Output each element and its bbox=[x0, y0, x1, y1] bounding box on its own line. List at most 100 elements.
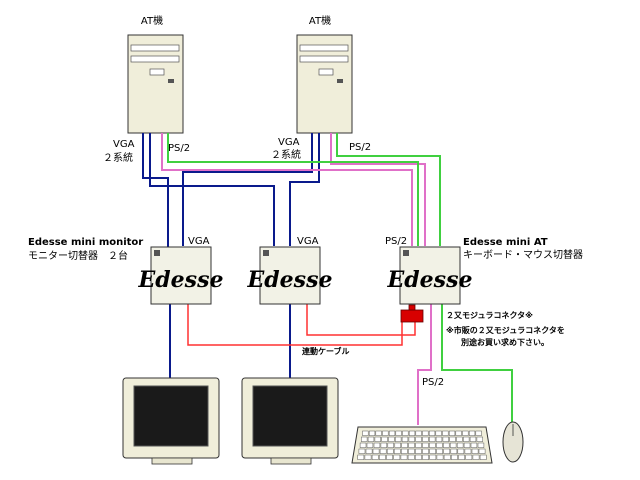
switch2-vga-label: VGA bbox=[297, 236, 319, 247]
keyboard-key bbox=[465, 454, 473, 460]
note-line-2: 別途お買い求め下さい。 bbox=[460, 337, 549, 347]
keyboard-key bbox=[449, 442, 457, 448]
keyboard-key bbox=[455, 430, 462, 436]
keyboard-key bbox=[479, 454, 487, 460]
keyboard-key bbox=[462, 430, 469, 436]
keyboard bbox=[351, 426, 493, 464]
link-cable-label: 連動ケーブル bbox=[302, 346, 350, 356]
keyboard-key bbox=[415, 436, 422, 442]
keyboard-key bbox=[464, 448, 472, 454]
keyboard-key bbox=[379, 454, 386, 460]
keyboard-key bbox=[362, 430, 369, 436]
keyboard-key bbox=[374, 436, 381, 442]
keyboard-key bbox=[429, 442, 436, 448]
keyboard-key bbox=[408, 430, 416, 436]
keyboard-key bbox=[469, 436, 477, 442]
keyboard-key bbox=[401, 436, 409, 442]
keyboard-key bbox=[443, 442, 450, 448]
keyboard-key bbox=[442, 430, 449, 436]
keyboard-key bbox=[386, 448, 394, 454]
keyboard-key bbox=[361, 436, 368, 442]
keyboard-key bbox=[388, 436, 395, 442]
kvm-brand: Edesse bbox=[387, 267, 473, 293]
keyboard-key bbox=[372, 448, 380, 454]
keyboard-key bbox=[443, 448, 451, 454]
keyboard-key bbox=[478, 448, 486, 454]
pc-right-vga-label: VGA bbox=[278, 137, 300, 148]
ps2-mouse-cables bbox=[167, 133, 513, 425]
pc-right-vga-sub: ２系統 bbox=[271, 148, 301, 161]
keyboard-key bbox=[415, 442, 422, 448]
keyboard-key bbox=[415, 448, 422, 454]
keyboard-key bbox=[388, 430, 396, 436]
kvm-ps2-in-label: PS/2 bbox=[385, 236, 407, 247]
pc-right-ps2-label: PS/2 bbox=[349, 142, 371, 153]
keyboard-key bbox=[382, 430, 389, 436]
keyboard-key bbox=[471, 448, 479, 454]
keyboard-key bbox=[395, 430, 402, 436]
keyboard-key bbox=[435, 436, 443, 442]
keyboard-key bbox=[436, 448, 443, 454]
vga-cables bbox=[142, 133, 320, 378]
switch1-vga-label: VGA bbox=[188, 236, 210, 247]
keyboard-key bbox=[450, 448, 458, 454]
keyboard-key bbox=[367, 436, 375, 442]
kvm-ps2-out-label: PS/2 bbox=[422, 377, 444, 388]
keyboard-key bbox=[415, 454, 422, 460]
keyboard-key bbox=[357, 454, 365, 460]
monitor-switch-sub: モニター切替器 ２台 bbox=[28, 249, 128, 262]
pc-tower-right bbox=[296, 34, 353, 134]
keyboard-key bbox=[380, 442, 388, 448]
keyboard-key bbox=[408, 442, 415, 448]
keyboard-key bbox=[457, 448, 465, 454]
keyboard-key bbox=[401, 442, 408, 448]
keyboard-key bbox=[428, 430, 436, 436]
keyboard-key bbox=[359, 442, 367, 448]
keyboard-key bbox=[436, 442, 443, 448]
modular-connector-label: ２又モジュラコネクタ※ bbox=[446, 310, 533, 320]
keyboard-key bbox=[472, 454, 480, 460]
keyboard-key bbox=[394, 442, 401, 448]
link-cables bbox=[187, 304, 416, 346]
keyboard-key bbox=[393, 448, 401, 454]
pc-tower-left bbox=[127, 34, 184, 134]
keyboard-key bbox=[422, 442, 429, 448]
keyboard-key bbox=[408, 448, 415, 454]
keyboard-key bbox=[476, 436, 483, 442]
keyboard-key bbox=[442, 436, 449, 442]
keyboard-key bbox=[401, 448, 408, 454]
kvm-switch-title: Edesse mini AT bbox=[463, 237, 548, 248]
keyboard-key bbox=[422, 454, 429, 460]
keyboard-key bbox=[435, 430, 442, 436]
keyboard-key bbox=[368, 430, 376, 436]
keyboard-key bbox=[400, 454, 408, 460]
monitor-2 bbox=[241, 377, 339, 465]
keyboard-key bbox=[366, 442, 374, 448]
ps2-keyboard-cables bbox=[161, 133, 432, 425]
keyboard-key bbox=[373, 442, 381, 448]
keyboard-key bbox=[371, 454, 379, 460]
pc-left-vga-label: VGA bbox=[113, 139, 135, 150]
keyboard-key bbox=[422, 448, 429, 454]
keyboard-key bbox=[429, 436, 436, 442]
modular-connector bbox=[400, 304, 424, 323]
note-line-1: ※市販の２又モジュラコネクタを bbox=[446, 325, 565, 335]
keyboard-key bbox=[429, 454, 437, 460]
pc-left-label: AT機 bbox=[141, 14, 163, 27]
keyboard-key bbox=[415, 430, 422, 436]
keyboard-key bbox=[358, 448, 366, 454]
keyboard-key bbox=[443, 454, 451, 460]
keyboard-key bbox=[407, 454, 415, 460]
keyboard-key bbox=[386, 454, 393, 460]
keyboard-key bbox=[448, 430, 456, 436]
keyboard-key bbox=[463, 436, 470, 442]
pc-left-vga-sub: ２系統 bbox=[103, 151, 133, 164]
switch2-brand: Edesse bbox=[247, 267, 333, 293]
keyboard-key bbox=[408, 436, 415, 442]
keyboard-key bbox=[364, 454, 372, 460]
keyboard-key bbox=[402, 430, 409, 436]
pc-right-label: AT機 bbox=[309, 14, 331, 27]
keyboard-key bbox=[456, 436, 463, 442]
keyboard-key bbox=[463, 442, 471, 448]
